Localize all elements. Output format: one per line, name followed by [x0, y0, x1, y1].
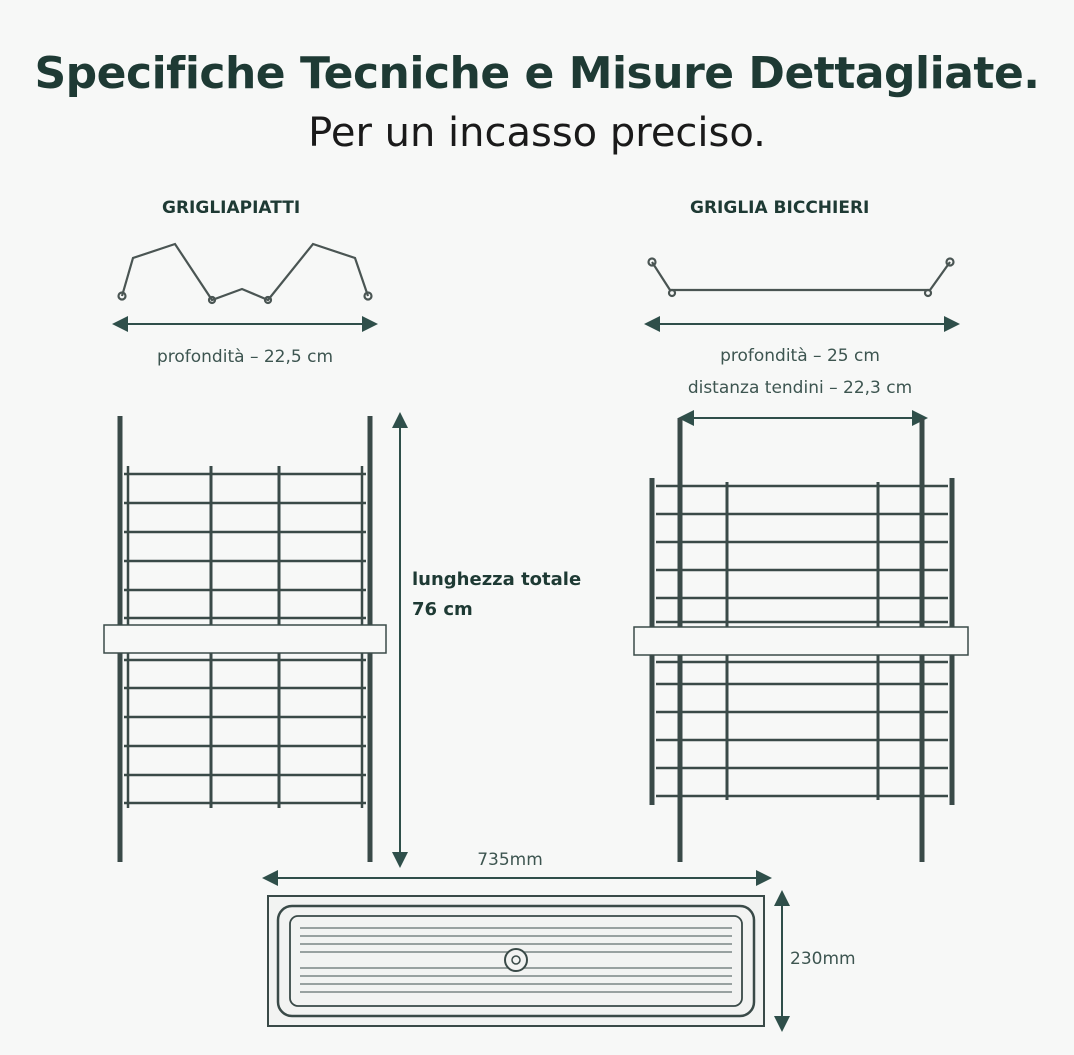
glass-rack-depth-label: profondità – 25 cm — [720, 346, 880, 366]
glass-rack-front-view — [633, 418, 969, 862]
glass-rack-profile — [647, 257, 955, 298]
plate-rack-depth-label: profondità – 22,5 cm — [156, 347, 334, 367]
tray-width-label: 735mm — [477, 850, 543, 870]
total-length-label: lunghezza totale — [412, 569, 582, 590]
plate-rack-front-view — [103, 416, 387, 862]
drip-tray — [267, 895, 765, 1027]
total-length-value: 76 cm — [412, 599, 473, 620]
glass-rack-rail-distance-label: distanza tendini – 22,3 cm — [687, 378, 913, 398]
glass-rack-title: GRIGLIA BICCHIERI — [690, 198, 870, 218]
plate-rack-profile — [117, 242, 373, 305]
tray-height-label: 230mm — [790, 949, 856, 969]
page-title: Specifiche Tecniche e Misure Dettagliate… — [34, 48, 1040, 99]
page-subtitle: Per un incasso preciso. — [308, 110, 766, 156]
drain-hole — [504, 948, 528, 972]
plate-rack-title: GRIGLIAPIATTI — [162, 198, 301, 218]
